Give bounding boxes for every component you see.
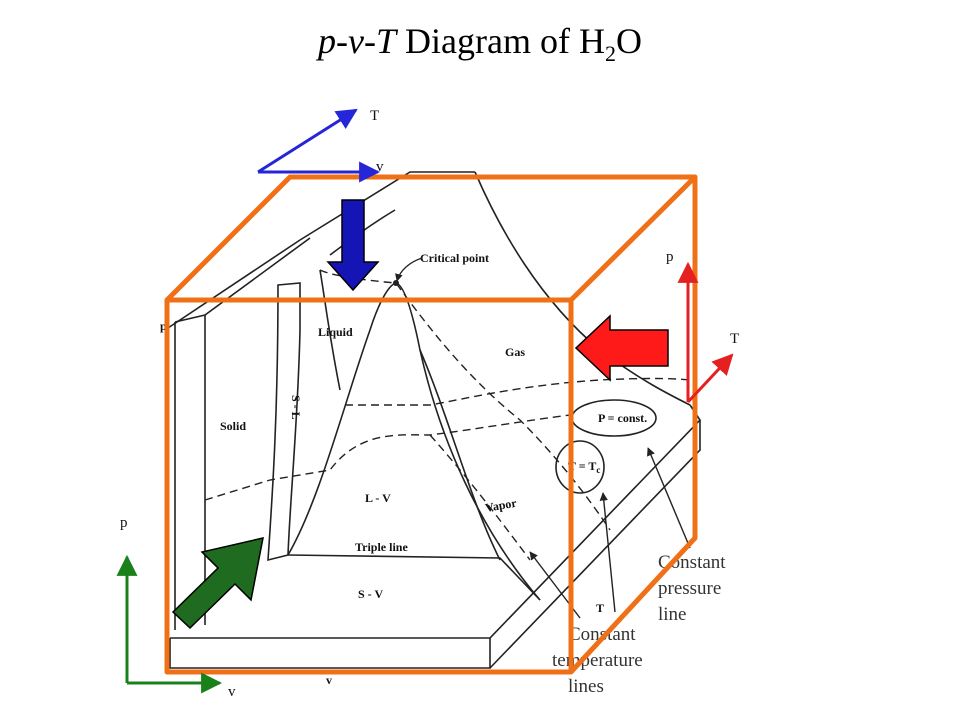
title-dash-2: - [364,21,376,61]
leader-temp-1 [599,492,616,613]
const-pressure-line3: line [658,604,687,625]
diagram-p-axis: p [160,319,167,333]
liquid-edge [319,269,341,391]
top-axes [257,108,381,183]
triple-line [287,554,541,601]
title-t: T [376,21,397,61]
label-t-small: T [596,601,604,615]
box-top-face [165,174,698,302]
left-axis-v-label: v [228,684,236,700]
label-liquid: Liquid [318,325,353,339]
title-subscript: 2 [604,41,616,67]
label-vapor: Vapor [484,496,518,515]
const-temp-line2: temperature [552,650,643,671]
label-critical-point: Critical point [420,251,489,265]
label-l-v: L - V [365,491,391,505]
title-end: O [615,21,642,61]
label-triple-line: Triple line [355,540,408,554]
title-p: p [318,21,337,61]
title-rest: Diagram of H [405,21,605,61]
t-tc-ellipse [555,440,605,494]
title-dash-1: - [336,21,349,61]
sl-strip [267,282,301,562]
orange-box [164,174,698,675]
top-axis-t-label: T [370,108,379,124]
label-s-v: S - V [358,587,383,601]
green-arrow [171,537,264,630]
label-t-tc-sub: c [596,465,600,475]
surface-top-edge [299,171,475,241]
box-right-face [569,177,698,674]
label-s-l: S - L [289,395,303,420]
left-axes [116,554,223,694]
vapor-curve [419,349,501,561]
right-axis-t [686,353,734,404]
solid-slab-top [174,237,311,323]
page-title: p-v-T Diagram of H2O [0,20,960,67]
critical-point-dot [393,280,399,286]
blue-arrow [326,199,380,292]
vapor-isotherm [429,434,531,561]
box-front-face [164,297,574,675]
label-gas: Gas [505,345,525,359]
solid-slab-top-back [164,239,301,331]
solid-slab-front [174,315,206,630]
top-axis-t [257,108,358,174]
title-v: v [348,21,364,61]
left-axis-p-label: p [120,515,128,531]
isotherm-lower [204,414,571,501]
const-temp-line1: Constant [568,624,636,645]
diagram-v-axis: v [326,673,332,687]
label-t-tc-main: T = T [568,459,596,473]
top-axis-v-label: v [376,159,384,175]
right-axis-p-label: p [666,249,674,265]
region-labels: Solid Liquid Gas Vapor S - L L - V S - V… [160,251,647,687]
label-solid: Solid [220,419,246,433]
red-arrow [574,314,669,382]
critical-isotherm [319,269,611,531]
right-axes [677,261,734,404]
isobar-upper [345,377,691,406]
label-t-tc: T = Tc [568,459,600,475]
critical-point-leader [395,257,423,282]
right-axis-t-label: T [730,331,739,347]
leader-constant-pressure [647,447,691,549]
annotation-texts: Constant pressure line Constant temperat… [552,552,726,697]
label-p-const: P = const. [598,411,647,425]
const-temp-line3: lines [568,676,604,697]
const-pressure-line2: pressure [658,578,721,599]
base-plate-right [489,420,701,669]
base-plate-side [169,638,491,669]
